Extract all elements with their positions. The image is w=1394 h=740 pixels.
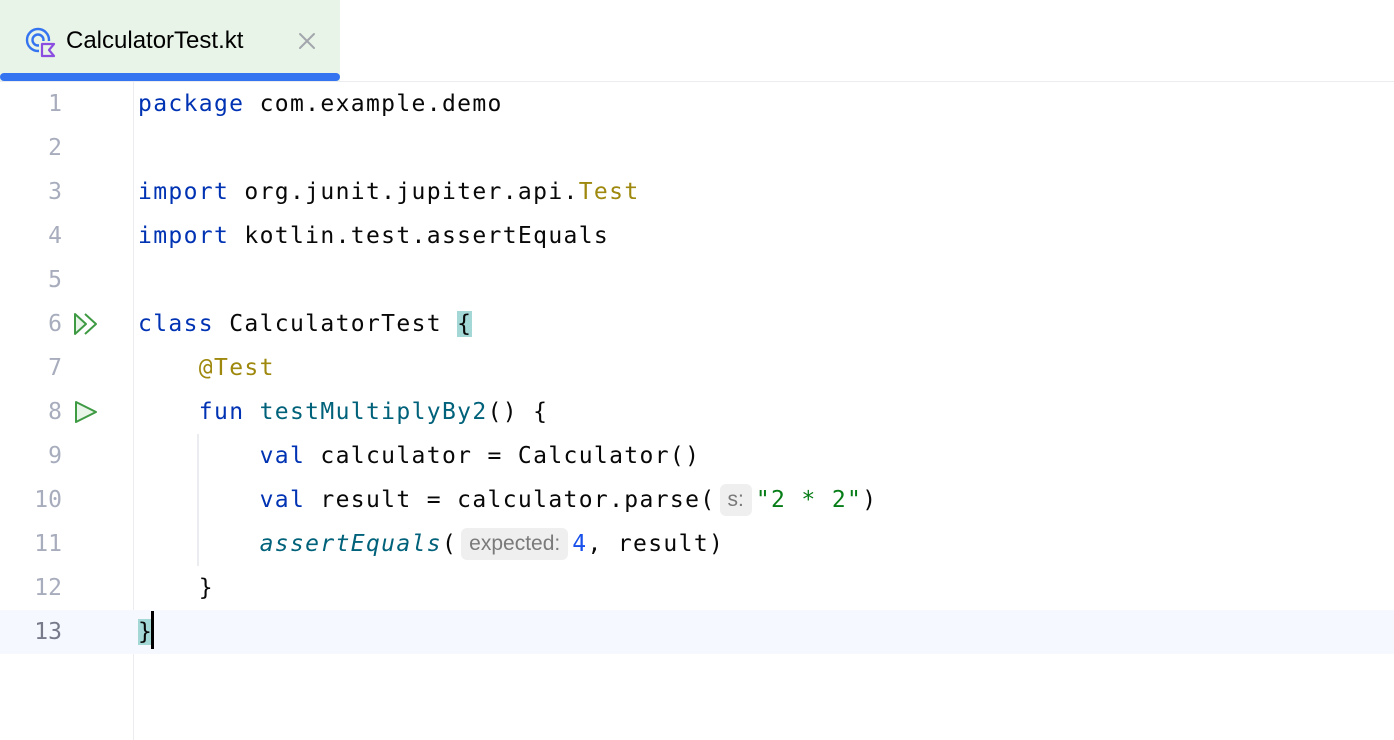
- line-number: 12: [34, 575, 62, 601]
- indent-guide: [197, 434, 199, 566]
- tab-label: CalculatorTest.kt: [66, 27, 244, 54]
- line-number: 11: [34, 531, 62, 557]
- code-text: , result): [587, 531, 725, 557]
- keyword: val: [259, 487, 306, 513]
- keyword: val: [259, 443, 306, 469]
- string-literal: "2 * 2": [755, 487, 863, 513]
- code-line-5[interactable]: 5: [0, 258, 1394, 302]
- close-icon[interactable]: [296, 30, 318, 52]
- code-text: result = calculator.parse(: [305, 487, 716, 513]
- line-number: 10: [34, 487, 62, 513]
- function-name: testMultiplyBy2: [259, 399, 488, 425]
- keyword: class: [138, 311, 214, 337]
- code-line-12[interactable]: 12 }: [0, 566, 1394, 610]
- text-caret: [151, 611, 155, 649]
- matched-brace: }: [138, 619, 154, 645]
- annotation-class: Test: [578, 179, 640, 205]
- line-number: 8: [48, 399, 62, 425]
- code-line-1[interactable]: 1 package com.example.demo: [0, 82, 1394, 126]
- matched-brace: {: [457, 311, 473, 337]
- line-number: 1: [48, 91, 62, 117]
- keyword: package: [138, 91, 245, 117]
- parameter-hint: s:: [719, 484, 752, 516]
- keyword: import: [138, 179, 230, 205]
- code-line-7[interactable]: 7 @Test: [0, 346, 1394, 390]
- line-number: 9: [48, 443, 62, 469]
- annotation: @Test: [198, 355, 275, 381]
- line-number: 13: [34, 619, 62, 645]
- code-line-4[interactable]: 4 import kotlin.test.assertEquals: [0, 214, 1394, 258]
- line-number: 7: [48, 355, 62, 381]
- run-all-tests-icon[interactable]: [72, 312, 100, 336]
- keyword: fun: [198, 399, 245, 425]
- code-text: com.example.demo: [244, 91, 503, 117]
- code-line-10[interactable]: 10 val result = calculator.parse(s:"2 * …: [0, 478, 1394, 522]
- code-line-6[interactable]: 6 class CalculatorTest {: [0, 302, 1394, 346]
- keyword: import: [138, 223, 230, 249]
- code-line-3[interactable]: 3 import org.junit.jupiter.api.Test: [0, 170, 1394, 214]
- class-name: CalculatorTest: [214, 311, 458, 337]
- code-editor[interactable]: 1 package com.example.demo 2 3 import or…: [0, 82, 1394, 740]
- code-text: kotlin.test.assertEquals: [229, 223, 610, 249]
- code-line-2[interactable]: 2: [0, 126, 1394, 170]
- code-text: calculator = Calculator(): [305, 443, 701, 469]
- code-text: }: [198, 575, 214, 601]
- code-text: ): [862, 487, 878, 513]
- code-text: org.junit.jupiter.api.: [229, 179, 579, 205]
- code-text: (: [441, 531, 458, 557]
- code-line-13[interactable]: 13 }: [0, 610, 1394, 654]
- active-tab-indicator: [0, 73, 340, 81]
- line-number: 2: [48, 135, 62, 161]
- run-test-icon[interactable]: [72, 400, 100, 424]
- line-number: 6: [48, 311, 62, 337]
- gutter-separator: [133, 82, 134, 740]
- line-number: 4: [48, 223, 62, 249]
- code-line-9[interactable]: 9 val calculator = Calculator(): [0, 434, 1394, 478]
- tab-calculatortest-kt[interactable]: CalculatorTest.kt: [0, 0, 340, 81]
- function-call: assertEquals: [259, 531, 442, 557]
- code-line-11[interactable]: 11 assertEquals(expected:4, result): [0, 522, 1394, 566]
- parameter-hint: expected:: [461, 528, 569, 560]
- line-number: 5: [48, 267, 62, 293]
- kotlin-test-file-icon: [25, 27, 56, 58]
- number-literal: 4: [572, 531, 588, 557]
- code-line-8[interactable]: 8 fun testMultiplyBy2() {: [0, 390, 1394, 434]
- editor-tab-bar: CalculatorTest.kt: [0, 0, 1394, 82]
- line-number: 3: [48, 179, 62, 205]
- code-text: () {: [487, 399, 549, 425]
